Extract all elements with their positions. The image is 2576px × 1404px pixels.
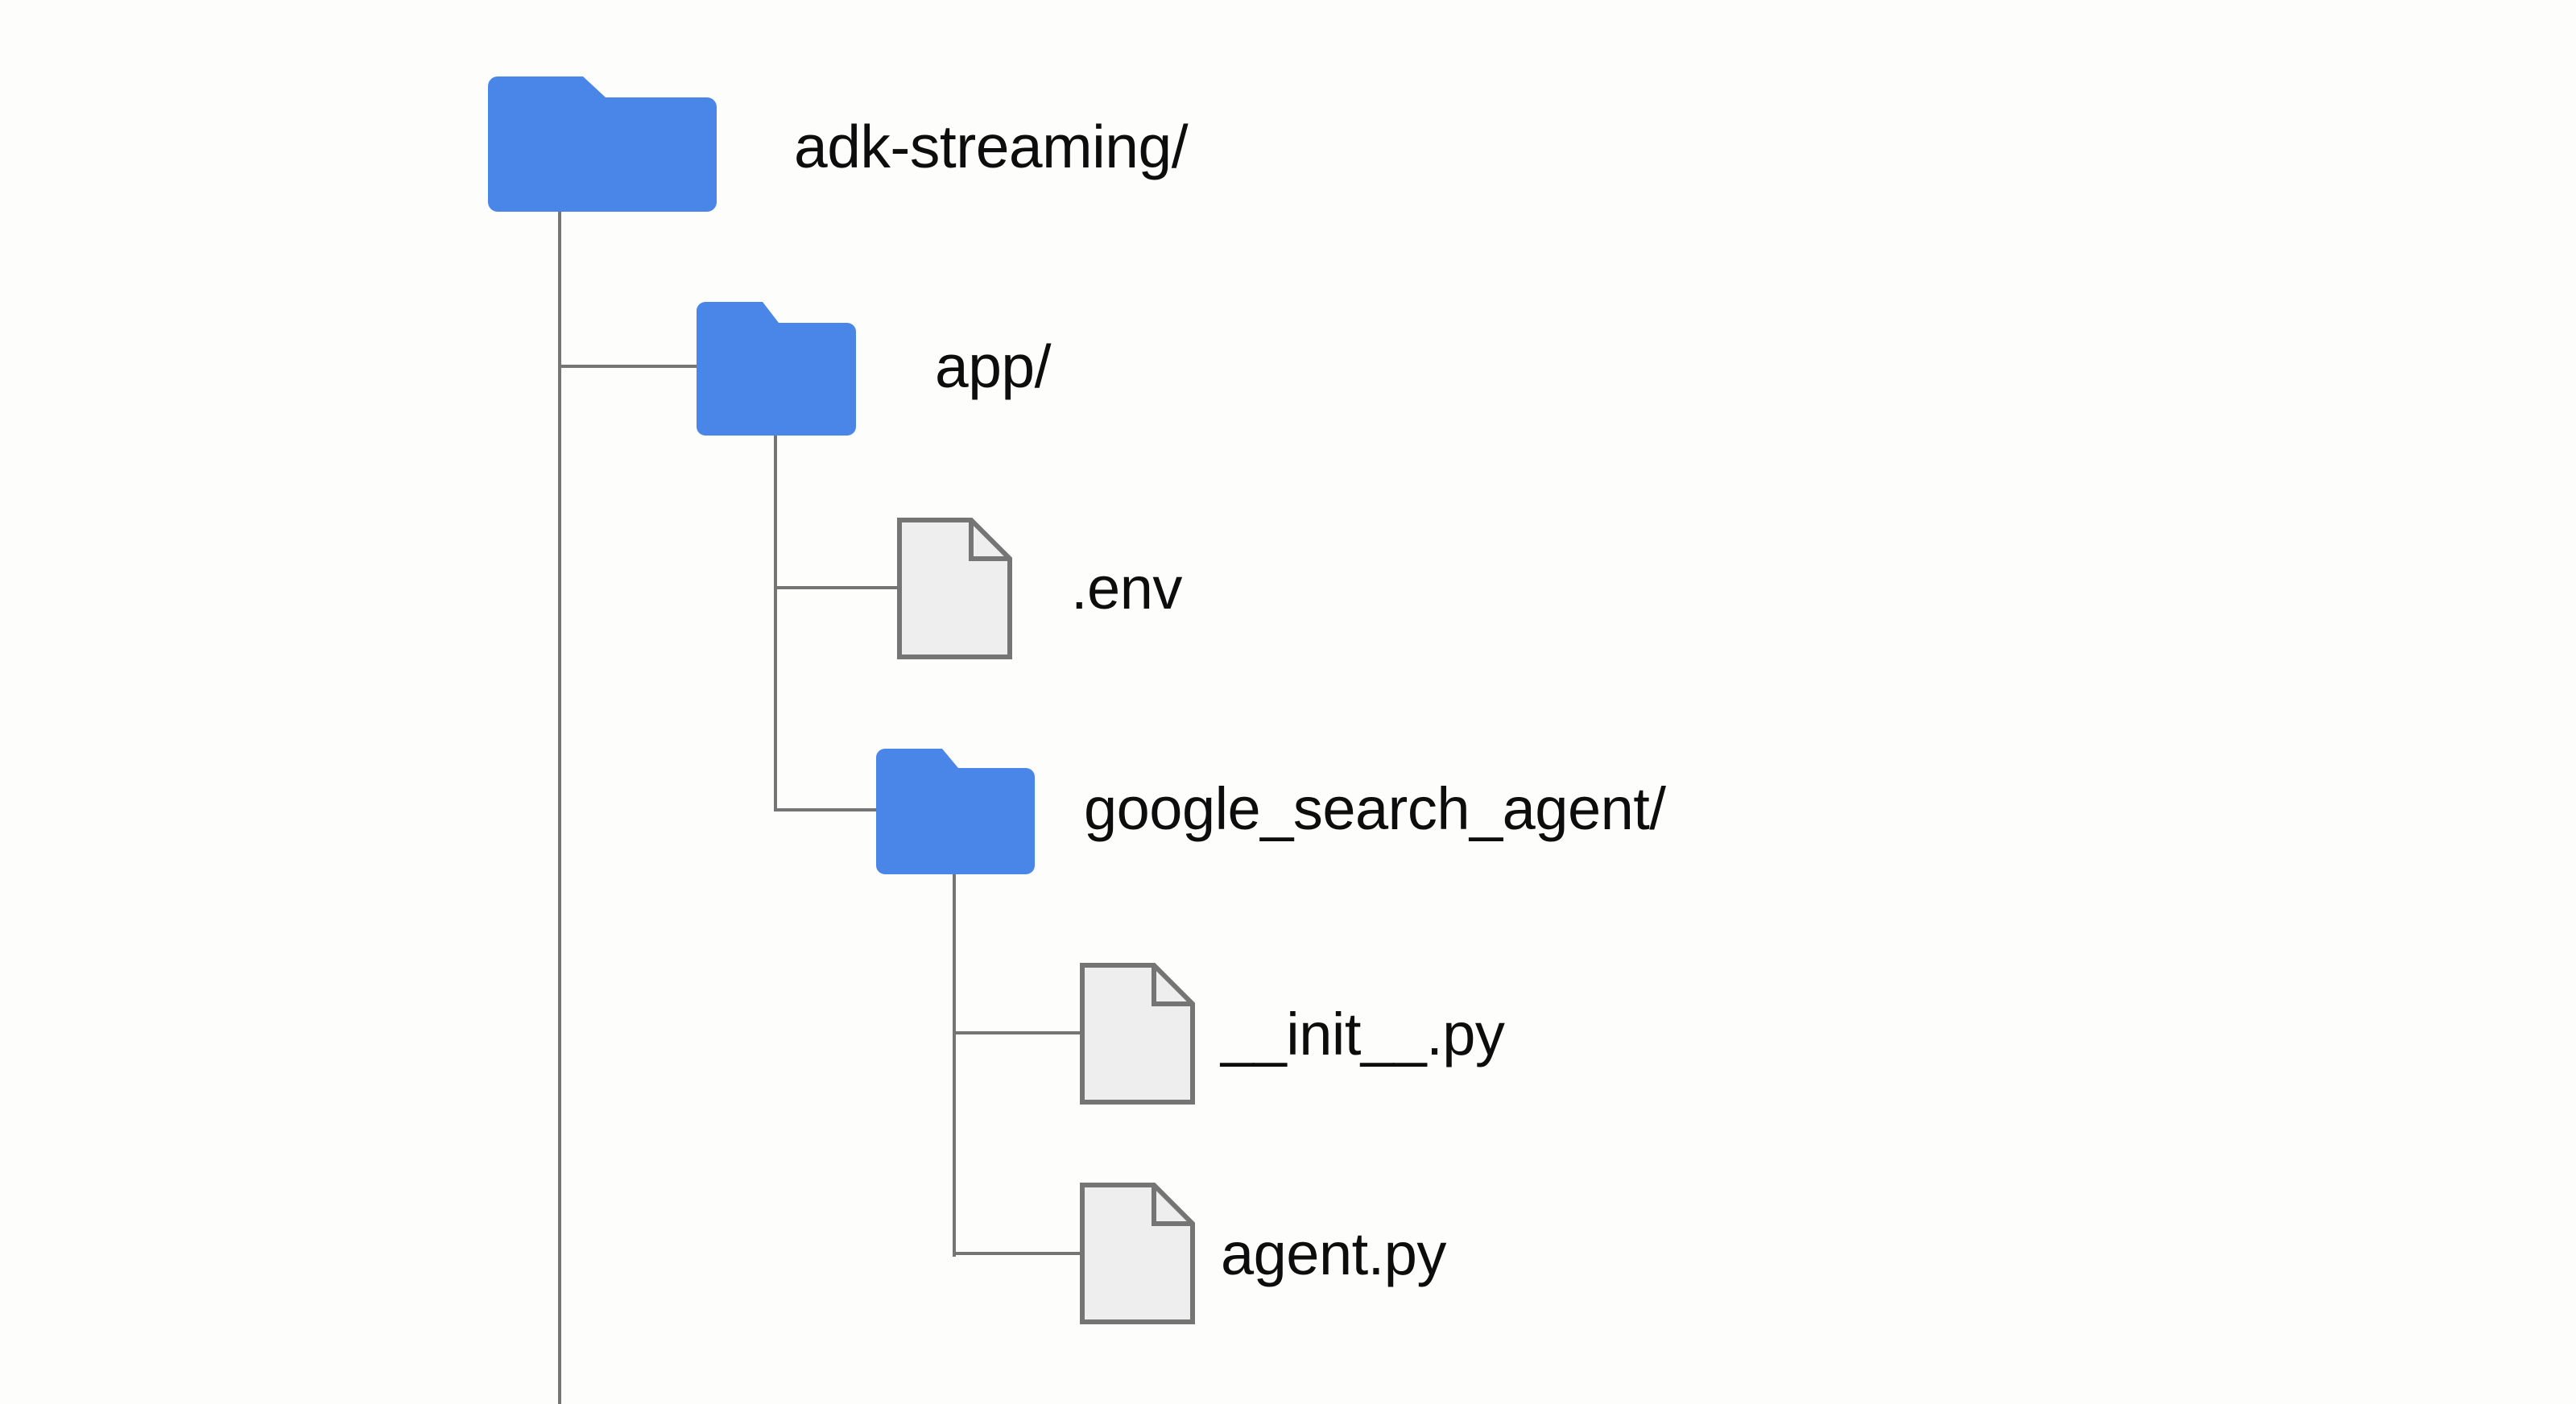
folder-icon <box>488 76 717 212</box>
file-icon <box>897 518 1012 659</box>
folder-icon <box>876 749 1035 874</box>
tree-node-init-py[interactable] <box>1080 963 1195 1105</box>
connector-root-spine <box>558 208 561 1404</box>
file-icon <box>1080 963 1195 1105</box>
tree-label-init-py: __init__.py <box>1221 1001 1505 1067</box>
connector-app-to-env <box>774 586 903 589</box>
tree-node-google-search-agent[interactable] <box>876 749 1035 874</box>
connector-root-to-app <box>558 365 703 368</box>
connector-gsa-to-init-py <box>953 1031 1085 1034</box>
connector-app-to-google-search-agent <box>774 808 882 811</box>
tree-label-agent-py: agent.py <box>1221 1220 1446 1287</box>
tree-node-adk-streaming[interactable] <box>488 76 717 212</box>
file-icon <box>1080 1183 1195 1324</box>
connector-gsa-spine <box>953 870 956 1257</box>
tree-label-adk-streaming: adk-streaming/ <box>794 113 1189 180</box>
tree-label-app: app/ <box>935 332 1051 400</box>
tree-label-env: .env <box>1071 555 1182 621</box>
tree-label-google-search-agent: google_search_agent/ <box>1084 775 1666 842</box>
tree-node-agent-py[interactable] <box>1080 1183 1195 1324</box>
connector-gsa-to-agent-py <box>953 1252 1085 1255</box>
connector-app-spine <box>774 432 777 811</box>
tree-node-app[interactable] <box>697 302 856 436</box>
folder-icon <box>697 302 856 436</box>
tree-node-env[interactable] <box>897 518 1012 659</box>
